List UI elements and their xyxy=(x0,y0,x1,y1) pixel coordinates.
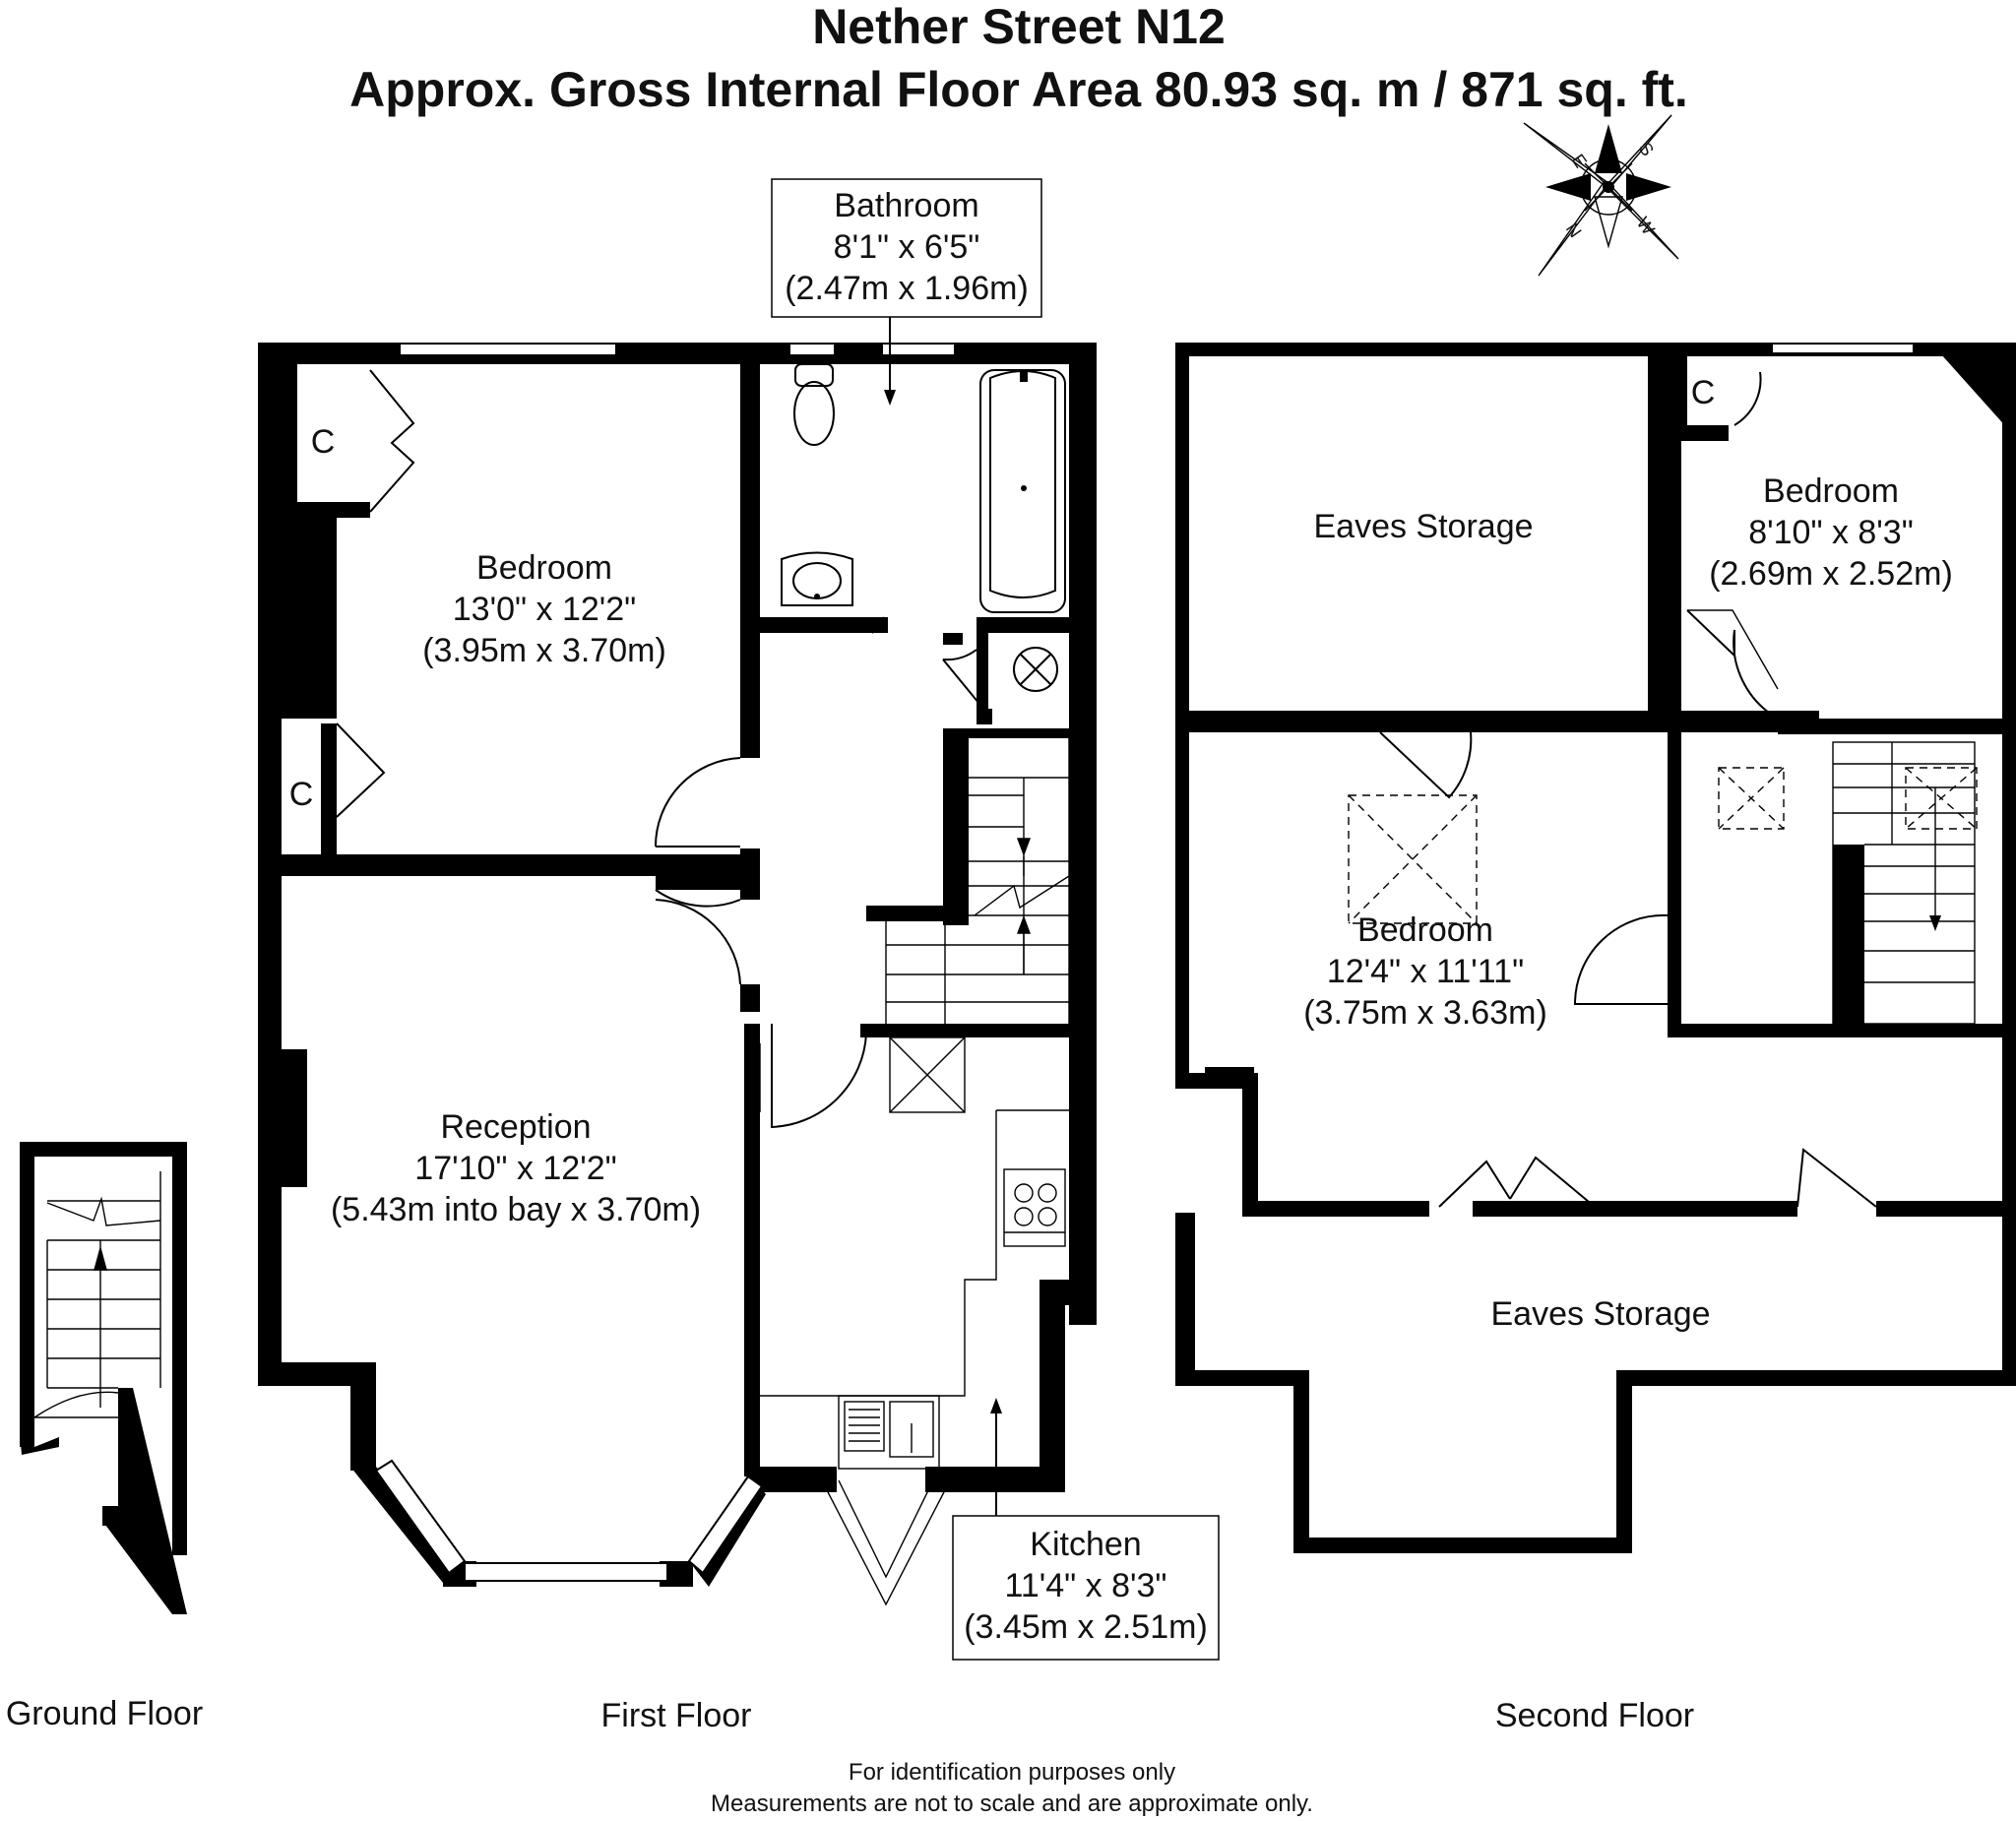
bedroom-second-small-metric: (2.69m x 2.52m) xyxy=(1709,555,1953,593)
kitchen-metric: (3.45m x 2.51m) xyxy=(964,1608,1208,1646)
bathroom-name: Bathroom xyxy=(834,187,978,224)
eaves-storage-top-name: Eaves Storage xyxy=(1313,508,1533,545)
bedroom-second-large-imperial: 12'4" x 11'11" xyxy=(1327,953,1524,990)
bedroom-first-metric: (3.95m x 3.70m) xyxy=(422,632,666,669)
compass-rose-icon: E S N W xyxy=(1523,114,1679,277)
reception-imperial: 17'10" x 12'2" xyxy=(414,1150,616,1187)
kitchen-label-box xyxy=(952,1515,1220,1661)
first-floor-plan xyxy=(258,283,1097,1606)
first-floor-label: First Floor xyxy=(601,1697,752,1734)
kitchen-name: Kitchen xyxy=(1030,1526,1141,1563)
second-floor-label: Second Floor xyxy=(1495,1697,1694,1734)
bedroom-first-name: Bedroom xyxy=(476,549,612,587)
compass-label-s: S xyxy=(1635,139,1658,159)
eaves-storage-bottom-name: Eaves Storage xyxy=(1490,1295,1710,1333)
reception-name: Reception xyxy=(440,1108,591,1146)
bathroom-label-box xyxy=(771,178,1042,318)
footer-scale-note: Measurements are not to scale and are ap… xyxy=(711,1790,1313,1817)
ground-floor-label: Ground Floor xyxy=(6,1695,203,1732)
cupboard-label: C xyxy=(289,776,314,813)
footer-identification-note: For identification purposes only xyxy=(849,1759,1175,1786)
bedroom-first-imperial: 13'0" x 12'2" xyxy=(453,591,636,628)
bedroom-second-small-imperial: 8'10" x 8'3" xyxy=(1748,514,1914,551)
bathroom-imperial: 8'1" x 6'5" xyxy=(834,228,980,266)
ground-floor-plan xyxy=(20,1142,187,1614)
cupboard-label: C xyxy=(1691,374,1716,411)
reception-metric: (5.43m into bay x 3.70m) xyxy=(331,1191,701,1228)
cupboard-label: C xyxy=(311,423,336,461)
second-floor-plan xyxy=(1175,343,2016,1553)
bathroom-metric: (2.47m x 1.96m) xyxy=(785,270,1029,307)
bedroom-second-small-name: Bedroom xyxy=(1763,472,1899,510)
plan-area-subtitle: Approx. Gross Internal Floor Area 80.93 … xyxy=(349,62,1688,117)
bedroom-second-large-name: Bedroom xyxy=(1357,911,1493,949)
kitchen-imperial: 11'4" x 8'3" xyxy=(1004,1567,1166,1604)
bedroom-second-large-metric: (3.75m x 3.63m) xyxy=(1303,994,1547,1032)
plan-title: Nether Street N12 xyxy=(812,0,1226,54)
